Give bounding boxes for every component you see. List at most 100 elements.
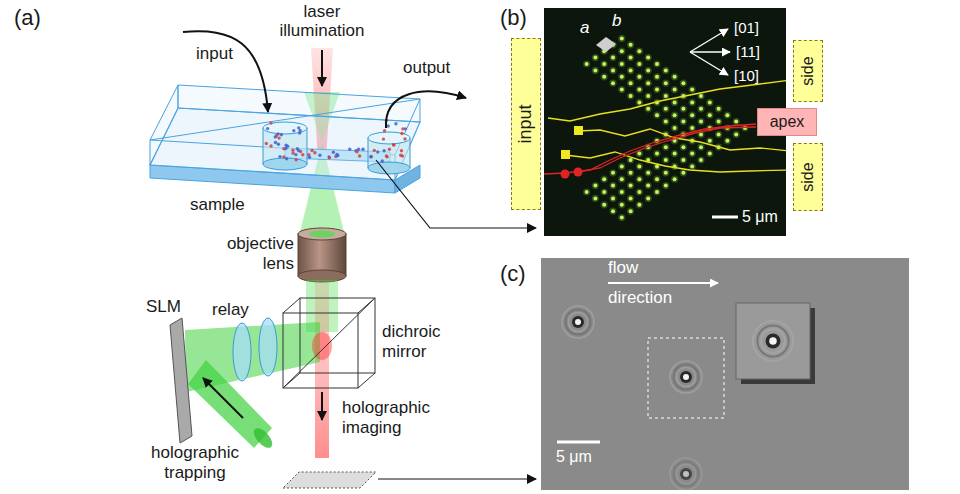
optical-trap [629,196,633,200]
region-tag: apex [757,108,817,136]
component-label: holographic trapping [130,443,260,483]
beam-spot [312,332,332,360]
optical-trap [664,158,668,162]
scale-bar [712,216,738,219]
colloid [392,143,395,146]
optical-trap [690,100,694,104]
trap-glow [592,195,599,202]
direction-arrow [690,51,730,52]
trap-glow [609,80,616,87]
output-arrow [386,91,466,128]
trap-glow [636,86,643,93]
trap-glow [689,99,696,106]
trap-glow [592,182,599,189]
optical-trap [673,88,677,92]
trap-glow [671,176,678,183]
particle-core [769,337,777,345]
optical-trap [637,75,641,79]
optical-trap [593,184,597,188]
trap-glow [671,86,678,93]
trap-glow [715,131,722,138]
trap-glow [689,163,696,170]
well [368,162,410,174]
dichroic-cube [358,373,375,388]
optical-trap [637,177,641,181]
optical-trap [646,94,650,98]
colloid [358,154,361,157]
optical-trap [620,88,624,92]
optical-trap [646,68,650,72]
diffraction-ring [569,313,588,332]
optical-trap [725,113,729,117]
trap-glow [645,182,652,189]
trap-glow [671,73,678,80]
colloid [381,159,384,162]
optical-trap [629,81,633,85]
colloid [291,151,294,154]
colloid [399,154,402,157]
diffraction-ring [674,365,699,390]
lattice-vector: a [580,18,589,38]
optical-trap [655,62,659,66]
start-marker [574,168,583,177]
region-name: input [516,104,536,143]
colloid [266,127,269,130]
colloid [284,143,287,146]
start-marker [561,150,570,159]
particle-fit [753,321,793,361]
trap-glow [601,73,608,80]
scale-bar [557,441,600,444]
optical-trap [690,113,694,117]
optical-trap [681,107,685,111]
colloid [369,155,372,158]
optical-trap [743,126,747,130]
component-label: holographic imaging [342,398,458,438]
well [263,122,307,134]
trap-glow [618,188,625,195]
diffraction-ring [562,306,594,338]
trap-glow [592,67,599,74]
colloid [336,154,339,157]
optical-trap [646,184,650,188]
trajectory [578,129,786,151]
trap-glow [618,35,625,42]
optical-trap [620,36,624,40]
trap-glow [636,48,643,55]
trap-glow [680,156,687,163]
optical-trap [699,132,703,136]
colloid [382,149,385,152]
direction-label: [10] [734,67,759,85]
trap-glow [627,54,634,61]
optical-trap [646,81,650,85]
trap-glow [689,112,696,119]
region-name: side [799,162,817,191]
optical-trap [655,75,659,79]
optical-trap [681,158,685,162]
trap-glow [706,112,713,119]
trap-glow [609,182,616,189]
trap-glow [618,201,625,208]
colloid [277,136,280,139]
optical-trap [646,107,650,111]
trap-glow [627,208,634,215]
trap-glow [583,188,590,195]
trap-glow [680,105,687,112]
flow-label: input [196,44,233,64]
trap-glow [609,169,616,176]
diffraction-ring [677,368,696,387]
trap-glow [645,195,652,202]
trap-glow [715,118,722,125]
optical-trap [699,107,703,111]
optical-trap [602,177,606,181]
colloid [401,127,404,130]
optical-trap [734,132,738,136]
optical-trap [602,190,606,194]
diffraction-ring [670,458,702,490]
trap-glow [601,201,608,208]
colloid [265,142,268,145]
diffraction-ring [761,329,785,353]
trap-glow [636,60,643,67]
trap-glow [697,144,704,151]
colloid [327,155,330,158]
trap-glow [662,105,669,112]
